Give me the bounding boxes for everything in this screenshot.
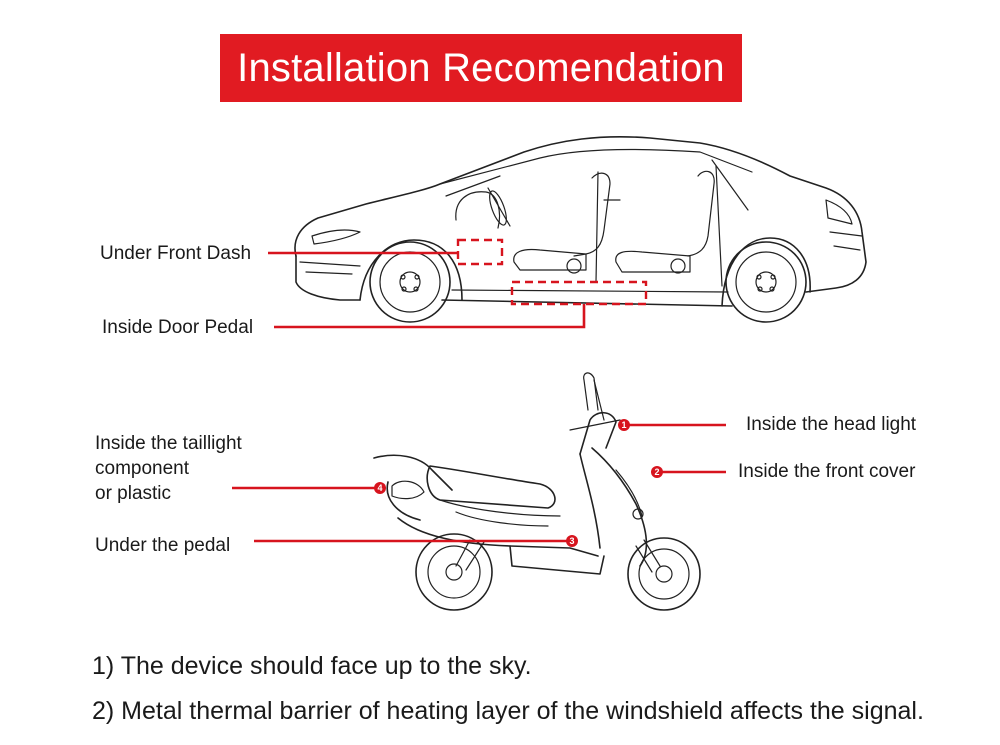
- label-under-front-dash: Under Front Dash: [100, 243, 252, 264]
- marker-4: 4: [374, 482, 386, 494]
- label-inside-front-cover: Inside the front cover: [738, 461, 916, 482]
- title-banner: Installation Recomendation: [220, 34, 742, 102]
- svg-text:3: 3: [569, 536, 574, 546]
- leader-door-pedal: [274, 304, 586, 329]
- svg-text:2: 2: [654, 467, 659, 477]
- zone-front-dash: [456, 238, 504, 266]
- label-taillight-line-2: component: [95, 458, 190, 479]
- svg-text:1: 1: [621, 420, 626, 430]
- svg-text:4: 4: [377, 483, 382, 493]
- label-taillight-group: Inside the taillight component or plasti…: [95, 431, 242, 506]
- label-inside-door-pedal: Inside Door Pedal: [102, 317, 254, 338]
- scooter-illustration: [373, 372, 701, 611]
- label-taillight-line-1: Inside the taillight: [95, 433, 242, 454]
- zone-door-pedal: [510, 280, 648, 306]
- label-under-the-pedal: Under the pedal: [95, 535, 231, 556]
- note-2: 2) Metal thermal barrier of heating laye…: [92, 697, 924, 725]
- label-inside-head-light: Inside the head light: [746, 414, 917, 435]
- marker-1: 1: [618, 419, 630, 431]
- page-title: Installation Recomendation: [237, 45, 725, 90]
- label-taillight-line-3: or plastic: [95, 483, 172, 504]
- note-1: 1) The device should face up to the sky.: [92, 652, 532, 680]
- marker-3: 3: [566, 535, 578, 547]
- marker-2: 2: [651, 466, 663, 478]
- car-illustration: [294, 136, 867, 323]
